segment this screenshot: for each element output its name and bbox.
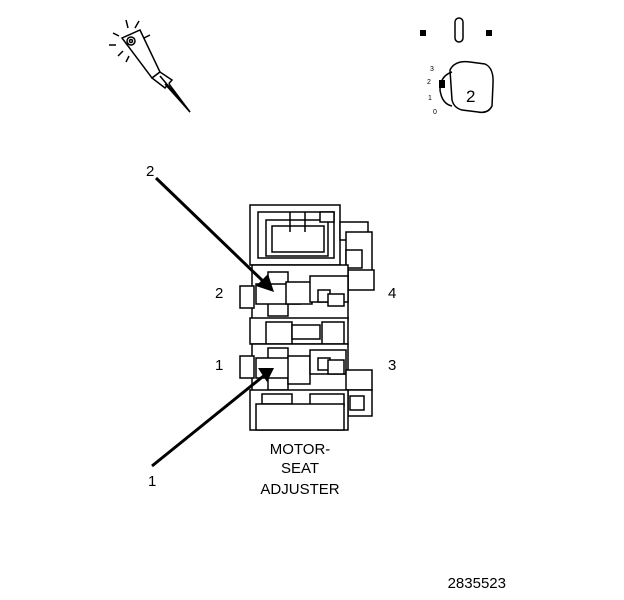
callout-pointer-2: 2 bbox=[146, 163, 154, 180]
key-scale-0: 0 bbox=[433, 109, 437, 116]
switch-symbol-icon bbox=[420, 17, 492, 43]
key-scale-1: 1 bbox=[428, 95, 432, 102]
callout-terminal-1: 1 bbox=[215, 357, 223, 374]
pointer-line-2 bbox=[154, 176, 268, 286]
key-scale-3: 3 bbox=[430, 66, 434, 73]
figure-number: 2835523 bbox=[448, 575, 506, 592]
key-scale-2: 2 bbox=[427, 79, 431, 86]
callout-terminal-2: 2 bbox=[215, 285, 223, 302]
key-position-number: 2 bbox=[466, 87, 475, 106]
caption-line-3: ADJUSTER bbox=[260, 481, 339, 498]
pointer-line-1 bbox=[151, 372, 267, 468]
callout-terminal-4: 4 bbox=[388, 285, 396, 302]
caption-line-2: SEAT bbox=[281, 460, 319, 477]
test-probe-icon bbox=[109, 19, 191, 113]
caption-line-1: MOTOR- bbox=[270, 441, 331, 458]
callout-terminal-3: 3 bbox=[388, 357, 396, 374]
pointer-arrowhead-2 bbox=[256, 274, 274, 292]
callout-pointer-1: 1 bbox=[148, 473, 156, 490]
ignition-key-icon: 3 2 1 0 2 bbox=[427, 60, 494, 116]
connector-body bbox=[239, 204, 375, 431]
pointer-arrowhead-1 bbox=[258, 368, 274, 382]
pointer-lines bbox=[151, 176, 268, 468]
